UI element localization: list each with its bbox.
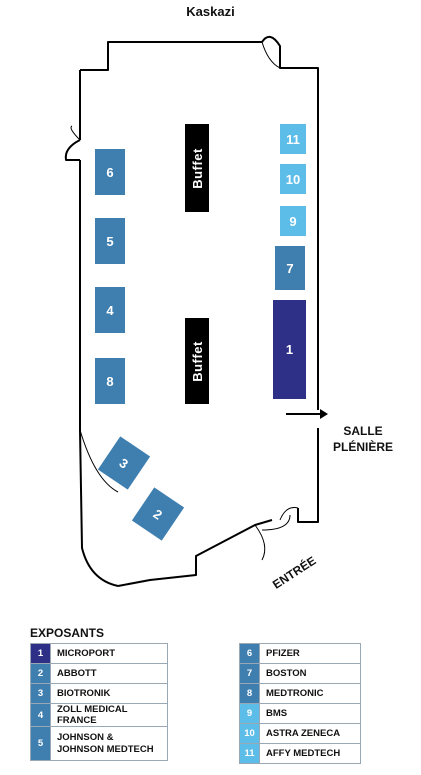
booth-8[interactable]: 8 — [95, 358, 125, 404]
booth-4[interactable]: 4 — [95, 287, 125, 333]
salle-pleniere-label: SALLE PLÉNIÈRE — [318, 423, 408, 455]
legend-row: 9 BMS — [239, 703, 361, 724]
legend-name: BOSTON — [259, 663, 361, 684]
booth-1[interactable]: 1 — [273, 300, 306, 399]
legend-name: AFFY MEDTECH — [259, 743, 361, 764]
legend-table-left: 1 MICROPORT 2 ABBOTT 3 BIOTRONIK 4 ZOLL … — [30, 643, 168, 761]
booth-9-label: 9 — [289, 213, 297, 229]
legend-row: 4 ZOLL MEDICAL FRANCE — [30, 703, 168, 727]
legend-name: ASTRA ZENECA — [259, 723, 361, 744]
legend-name: MICROPORT — [50, 643, 168, 664]
legend-table-right: 6 PFIZER 7 BOSTON 8 MEDTRONIC 9 BMS 10 A… — [239, 643, 361, 764]
booth-1-label: 1 — [285, 342, 294, 357]
legend-row: 1 MICROPORT — [30, 643, 168, 664]
buffet-bottom-label: Buffet — [189, 340, 205, 382]
booth-10-label: 10 — [285, 171, 301, 187]
booth-6-label: 6 — [106, 164, 114, 180]
legend-num: 7 — [239, 663, 260, 684]
legend-name: ABBOTT — [50, 663, 168, 684]
legend-name: ZOLL MEDICAL FRANCE — [50, 703, 168, 727]
buffet-top-label: Buffet — [189, 147, 205, 189]
legend-num: 8 — [239, 683, 260, 704]
legend-name: BIOTRONIK — [50, 683, 168, 704]
legend-num: 2 — [30, 663, 51, 684]
booth-9[interactable]: 9 — [280, 206, 306, 236]
legend-name: BMS — [259, 703, 361, 724]
legend-num: 10 — [239, 723, 260, 744]
legend-num: 11 — [239, 743, 260, 764]
legend-name: MEDTRONIC — [259, 683, 361, 704]
legend-row: 5 JOHNSON & JOHNSON MEDTECH — [30, 726, 168, 761]
legend-num: 5 — [30, 726, 51, 761]
buffet-bottom: Buffet — [185, 318, 209, 404]
legend-row: 2 ABBOTT — [30, 663, 168, 684]
booth-5[interactable]: 5 — [95, 218, 125, 264]
booth-2-label: 2 — [150, 505, 166, 523]
booth-10[interactable]: 10 — [280, 164, 306, 194]
salle-line-1: SALLE — [343, 424, 383, 438]
legend-num: 4 — [30, 703, 51, 727]
booth-11[interactable]: 11 — [280, 124, 306, 154]
legend-row: 11 AFFY MEDTECH — [239, 743, 361, 764]
legend-row: 8 MEDTRONIC — [239, 683, 361, 704]
booth-11-label: 11 — [286, 131, 300, 147]
legend-row: 7 BOSTON — [239, 663, 361, 684]
legend-row: 6 PFIZER — [239, 643, 361, 664]
booth-7-label: 7 — [286, 260, 294, 276]
legend-row: 3 BIOTRONIK — [30, 683, 168, 704]
salle-line-2: PLÉNIÈRE — [332, 440, 393, 454]
legend-num: 9 — [239, 703, 260, 724]
legend-num: 3 — [30, 683, 51, 704]
booth-6[interactable]: 6 — [95, 149, 125, 195]
legend-name: PFIZER — [259, 643, 361, 664]
legend-num: 6 — [239, 643, 260, 664]
legend-name: JOHNSON & JOHNSON MEDTECH — [50, 726, 168, 761]
map-title: Kaskazi — [186, 4, 235, 19]
booth-3-label: 3 — [116, 454, 132, 472]
buffet-top: Buffet — [185, 124, 209, 212]
booth-8-label: 8 — [106, 373, 114, 389]
booth-5-label: 5 — [106, 233, 114, 249]
legend-num: 1 — [30, 643, 51, 664]
legend-title: EXPOSANTS — [30, 626, 105, 640]
booth-7[interactable]: 7 — [275, 246, 305, 290]
booth-4-label: 4 — [106, 302, 114, 318]
legend-row: 10 ASTRA ZENECA — [239, 723, 361, 744]
